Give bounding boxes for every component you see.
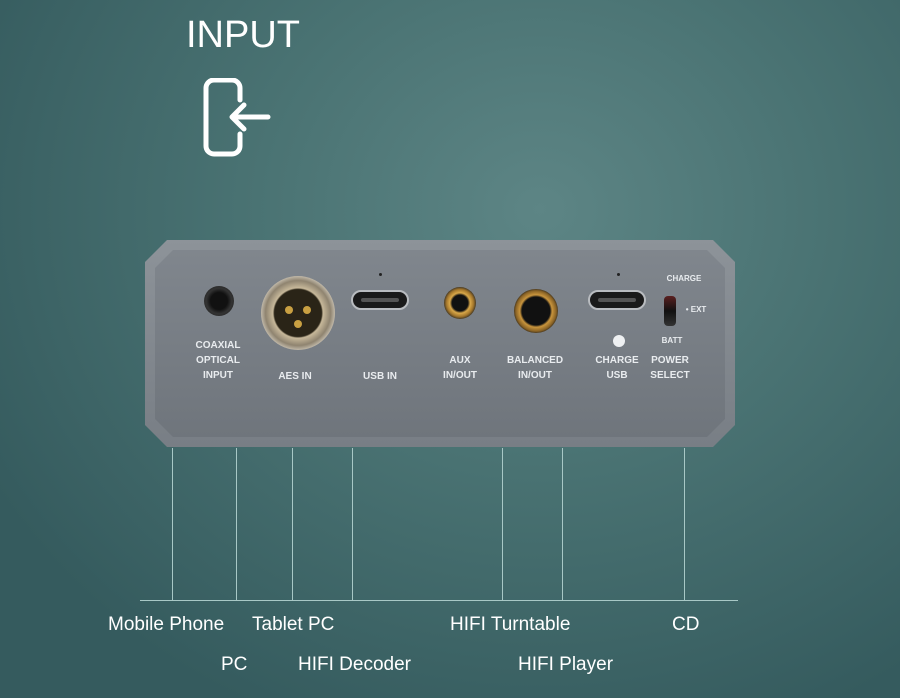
switch-label-batt: BATT	[661, 336, 683, 345]
source-cd: CD	[672, 614, 700, 635]
connector-line	[236, 448, 237, 600]
source-hifi-decoder: HIFI Decoder	[298, 654, 411, 675]
page-title: INPUT	[186, 14, 300, 56]
switch-label-ext: • EXT	[685, 305, 707, 314]
baseline-divider	[140, 600, 738, 601]
balanced-jack	[514, 289, 558, 333]
aes-xlr-connector	[261, 276, 335, 350]
power-select-switch	[664, 296, 676, 326]
connector-line	[292, 448, 293, 600]
connector-line	[352, 448, 353, 600]
connector-line	[684, 448, 685, 600]
source-hifi-turntable: HIFI Turntable	[450, 614, 571, 635]
charge-led	[613, 335, 625, 347]
device-inner-panel	[155, 250, 725, 437]
port-label-aes: AES IN	[278, 371, 312, 382]
source-mobile-phone: Mobile Phone	[108, 614, 225, 635]
coaxial-optical-jack	[204, 286, 234, 316]
connector-line	[502, 448, 503, 600]
connector-line	[562, 448, 563, 600]
led-indicator	[617, 273, 620, 276]
source-hifi-player: HIFI Player	[518, 654, 614, 675]
port-label-usb-in: USB IN	[363, 371, 397, 382]
source-tablet-pc: Tablet PC	[252, 614, 335, 635]
switch-label-charge: CHARGE	[666, 274, 702, 283]
source-pc: PC	[221, 654, 248, 675]
usb-in-port	[351, 290, 409, 310]
charge-usb-port	[588, 290, 646, 310]
aux-jack	[444, 287, 476, 319]
connector-line	[172, 448, 173, 600]
led-indicator	[379, 273, 382, 276]
input-icon	[200, 77, 274, 163]
